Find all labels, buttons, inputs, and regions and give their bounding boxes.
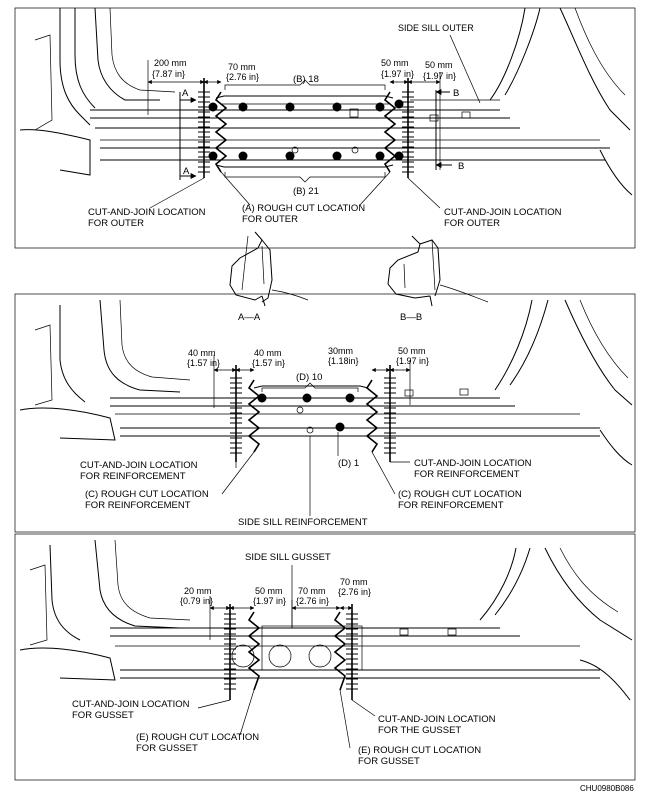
p1-left-hatch xyxy=(198,91,210,173)
dim-40mm-b: 40 mm xyxy=(254,348,282,358)
p3-right-hatch xyxy=(346,613,358,690)
label-cut-join-reinf-right-1: CUT-AND-JOIN LOCATION xyxy=(414,458,532,469)
p3-left-hatch xyxy=(224,613,236,690)
label-section-b-b: B—B xyxy=(400,312,422,323)
section-view-b: B—B xyxy=(387,235,489,323)
label-rough-gusset-right-1: (E) ROUGH CUT LOCATION xyxy=(358,745,481,756)
label-cut-join-gusset-right-1: CUT-AND-JOIN LOCATION xyxy=(378,714,496,725)
label-cut-join-reinf-left-1: CUT-AND-JOIN LOCATION xyxy=(80,460,198,471)
label-b18: (B) 18 xyxy=(293,74,319,85)
section-b-top: B xyxy=(453,88,459,99)
dim-200mm: 200 mm xyxy=(154,58,187,68)
label-rough-reinf-left-1: (C) ROUGH CUT LOCATION xyxy=(85,489,209,500)
section-b-bottom: B xyxy=(458,161,464,172)
panel3-leaders xyxy=(197,689,376,749)
dim-70mm-in: {2.76 in} xyxy=(226,72,259,82)
panel1-labels: SIDE SILL OUTER 200 mm {7.87 in} 70 mm {… xyxy=(88,23,562,229)
dim-50mm-in: {1.97 in} xyxy=(396,356,429,366)
panel2-labels: 40 mm {1.57 in} 40 mm {1.57 in} 30mm {1.… xyxy=(80,346,532,528)
figure-code: CHU0980B086 xyxy=(580,784,634,793)
label-d10: (D) 10 xyxy=(296,372,322,383)
dim-70mm-b-in: {2.76 in} xyxy=(338,587,371,597)
p2-left-hatch xyxy=(230,377,242,454)
section-view-a: A—A xyxy=(229,231,309,323)
label-side-sill-gusset: SIDE SILL GUSSET xyxy=(245,552,331,563)
label-d1: (D) 1 xyxy=(338,458,359,469)
label-cut-join-outer-left-2: FOR OUTER xyxy=(88,218,144,229)
panel3-dimensions xyxy=(209,565,353,640)
dim-70mm: 70 mm xyxy=(228,62,256,72)
label-cut-join-outer-left-1: CUT-AND-JOIN LOCATION xyxy=(88,207,206,218)
label-side-sill-outer: SIDE SILL OUTER xyxy=(398,23,474,33)
dim-50mm-a: 50 mm xyxy=(381,58,409,68)
dim-50mm-a-in: {1.97 in} xyxy=(381,69,414,79)
dim-70mm-a: 70 mm xyxy=(298,586,326,596)
dim-30mm-in: {1.18in} xyxy=(328,356,359,366)
panel2-vehicle-body xyxy=(19,299,633,466)
dim-30mm: 30mm xyxy=(328,346,353,356)
dim-40mm-a-in: {1.57 in} xyxy=(187,358,220,368)
panel3-vehicle-body xyxy=(19,539,633,701)
dim-200mm-in: {7.87 in} xyxy=(152,69,185,79)
panel3-labels: SIDE SILL GUSSET 20 mm {0.79 in} 50 mm {… xyxy=(72,552,496,767)
panel1-spot-welds-b xyxy=(208,99,404,161)
panel1-frame xyxy=(14,7,636,249)
label-side-sill-reinforcement: SIDE SILL REINFORCEMENT xyxy=(238,517,368,528)
dim-50mm-b: 50 mm xyxy=(425,60,453,70)
dim-70mm-b: 70 mm xyxy=(340,577,368,587)
label-rough-cut-outer-2: FOR OUTER xyxy=(242,214,298,225)
dim-20mm-in: {0.79 in} xyxy=(180,596,213,606)
panel3-cut-lines xyxy=(229,604,353,700)
panel1-cut-lines xyxy=(203,78,409,178)
label-rough-gusset-left-1: (E) ROUGH CUT LOCATION xyxy=(136,732,259,743)
section-a-bottom: A xyxy=(183,166,190,177)
section-a-top: A xyxy=(182,88,189,99)
dim-50mm: 50 mm xyxy=(398,346,426,356)
panel2-spot-welds-d xyxy=(257,393,355,432)
panel2-leaders xyxy=(221,432,410,516)
dim-40mm-a: 40 mm xyxy=(188,348,216,358)
label-cut-join-outer-right-1: CUT-AND-JOIN LOCATION xyxy=(444,207,562,218)
panel3-frame xyxy=(14,533,636,781)
dim-50mm-b-in: {1.97 in} xyxy=(423,71,456,81)
dim-40mm-b-in: {1.57 in} xyxy=(252,358,285,368)
label-rough-gusset-left-2: FOR GUSSET xyxy=(136,743,198,754)
panel2-dimensions xyxy=(213,355,411,408)
label-cut-join-gusset-right-2: FOR THE GUSSET xyxy=(378,725,461,736)
label-rough-cut-outer-1: (A) ROUGH CUT LOCATION xyxy=(242,203,365,214)
panel1-leaders xyxy=(149,171,441,209)
label-cut-join-reinf-left-2: FOR REINFORCEMENT xyxy=(80,471,186,482)
label-cut-join-gusset-left-1: CUT-AND-JOIN LOCATION xyxy=(72,699,190,710)
label-cut-join-gusset-left-2: FOR GUSSET xyxy=(72,710,134,721)
dim-20mm: 20 mm xyxy=(184,586,212,596)
p2-right-hatch xyxy=(384,377,396,454)
label-cut-join-reinf-right-2: FOR REINFORCEMENT xyxy=(414,469,520,480)
label-rough-reinf-left-2: FOR REINFORCEMENT xyxy=(85,500,191,511)
p1-right-hatch xyxy=(402,91,414,173)
dim-50mm-in: {1.97 in} xyxy=(253,596,286,606)
dim-50mm: 50 mm xyxy=(255,586,283,596)
dim-70mm-a-in: {2.76 in} xyxy=(296,596,329,606)
panel2-frame xyxy=(14,293,636,533)
label-rough-reinf-right-1: (C) ROUGH CUT LOCATION xyxy=(398,489,522,500)
label-b21: (B) 21 xyxy=(293,186,319,197)
label-section-a-a: A—A xyxy=(238,312,261,323)
label-rough-gusset-right-2: FOR GUSSET xyxy=(358,756,420,767)
label-cut-join-outer-right-2: FOR OUTER xyxy=(444,218,500,229)
panel1-vehicle-body xyxy=(19,7,633,196)
label-rough-reinf-right-2: FOR REINFORCEMENT xyxy=(398,500,504,511)
